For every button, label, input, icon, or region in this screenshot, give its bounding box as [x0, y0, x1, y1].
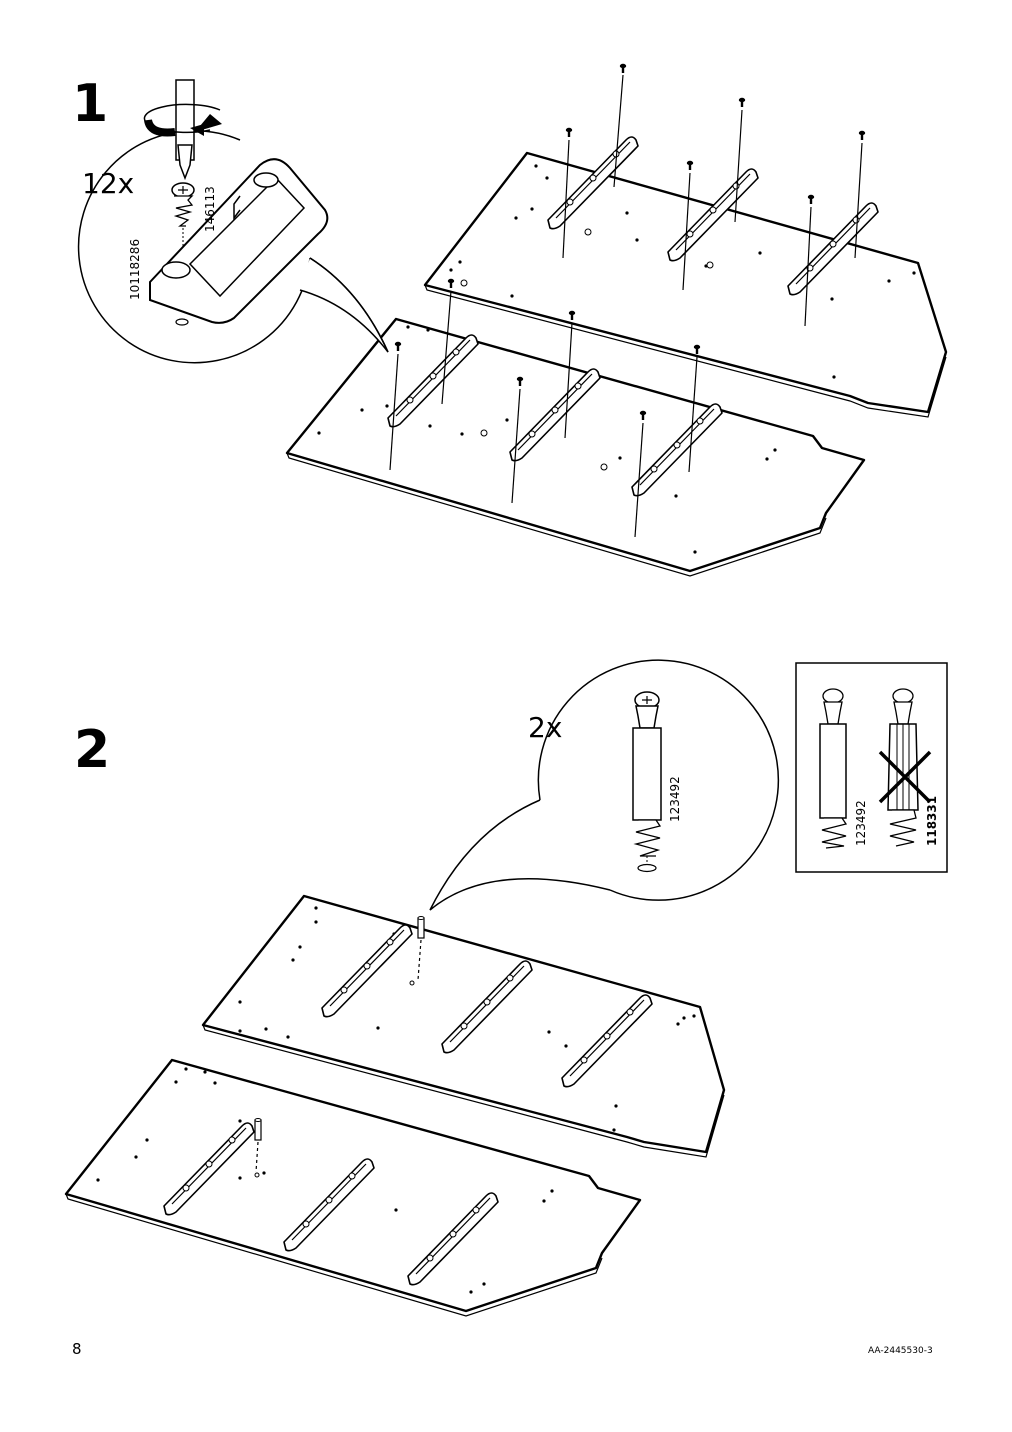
step-number-2: 2 — [74, 720, 111, 780]
step1-front-panel — [285, 278, 866, 577]
step1-quantity: 12x — [82, 167, 135, 200]
step2-quantity: 2x — [528, 711, 563, 744]
step1-back-panel — [423, 63, 948, 418]
step1-rail-part-number: 10118286 — [128, 238, 142, 300]
page-number: 8 — [72, 1340, 82, 1358]
step1-screw-part-number: 146113 — [203, 186, 217, 232]
document-code: AA-2445530-3 — [868, 1346, 933, 1356]
step2-detail-callout — [429, 659, 780, 911]
step2-dowel-part-number: 123492 — [668, 776, 682, 822]
step2-front-panel — [64, 1058, 642, 1317]
part-comparison-box — [795, 662, 948, 873]
compare-correct-part-number: 123492 — [854, 800, 868, 846]
compare-wrong-part-number: 118331 — [925, 795, 939, 846]
step1-detail-callout — [77, 79, 389, 364]
step-number-1: 1 — [72, 74, 109, 134]
step2-back-panel — [201, 894, 726, 1158]
